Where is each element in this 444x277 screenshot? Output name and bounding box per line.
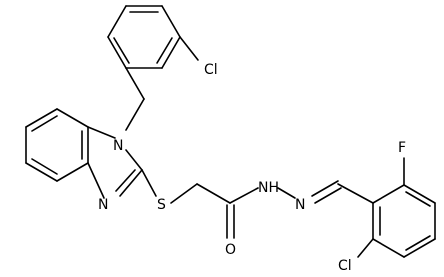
atom-label-f: F [398, 140, 406, 156]
chlorophenyl-ring-top [107, 5, 181, 69]
bond-co-nh [229, 187, 259, 204]
bond-ring-ch2 [125, 67, 145, 100]
bond-n-ch-2 [314, 187, 342, 204]
atom-label-cl-bottom: Cl [338, 258, 352, 274]
bond-ch-ring [337, 183, 374, 204]
atom-label-cl-top: Cl [204, 62, 218, 78]
atom-label-n-imine: N [295, 197, 305, 213]
imidazole-ring [87, 126, 143, 199]
atom-label-o: O [225, 242, 236, 258]
atom-label-nh: NH [258, 180, 279, 196]
bond-ch2-n [125, 98, 145, 131]
halophenyl-ring [372, 184, 436, 258]
atom-label-n-ring-top: N [113, 138, 123, 154]
bond-ring-cl-top [179, 36, 199, 61]
bond-c2-s [141, 169, 157, 197]
benzene-ring-fused [25, 108, 89, 182]
bond-nh-n [277, 187, 296, 199]
atom-label-n-ring-bottom: N [98, 197, 108, 213]
bond-n-ch-1 [311, 180, 339, 197]
bond-ch2-co [196, 183, 231, 204]
bond-ring-cl-bottom [357, 238, 374, 258]
bond-s-ch2 [170, 183, 198, 204]
atom-label-s: S [157, 197, 166, 213]
